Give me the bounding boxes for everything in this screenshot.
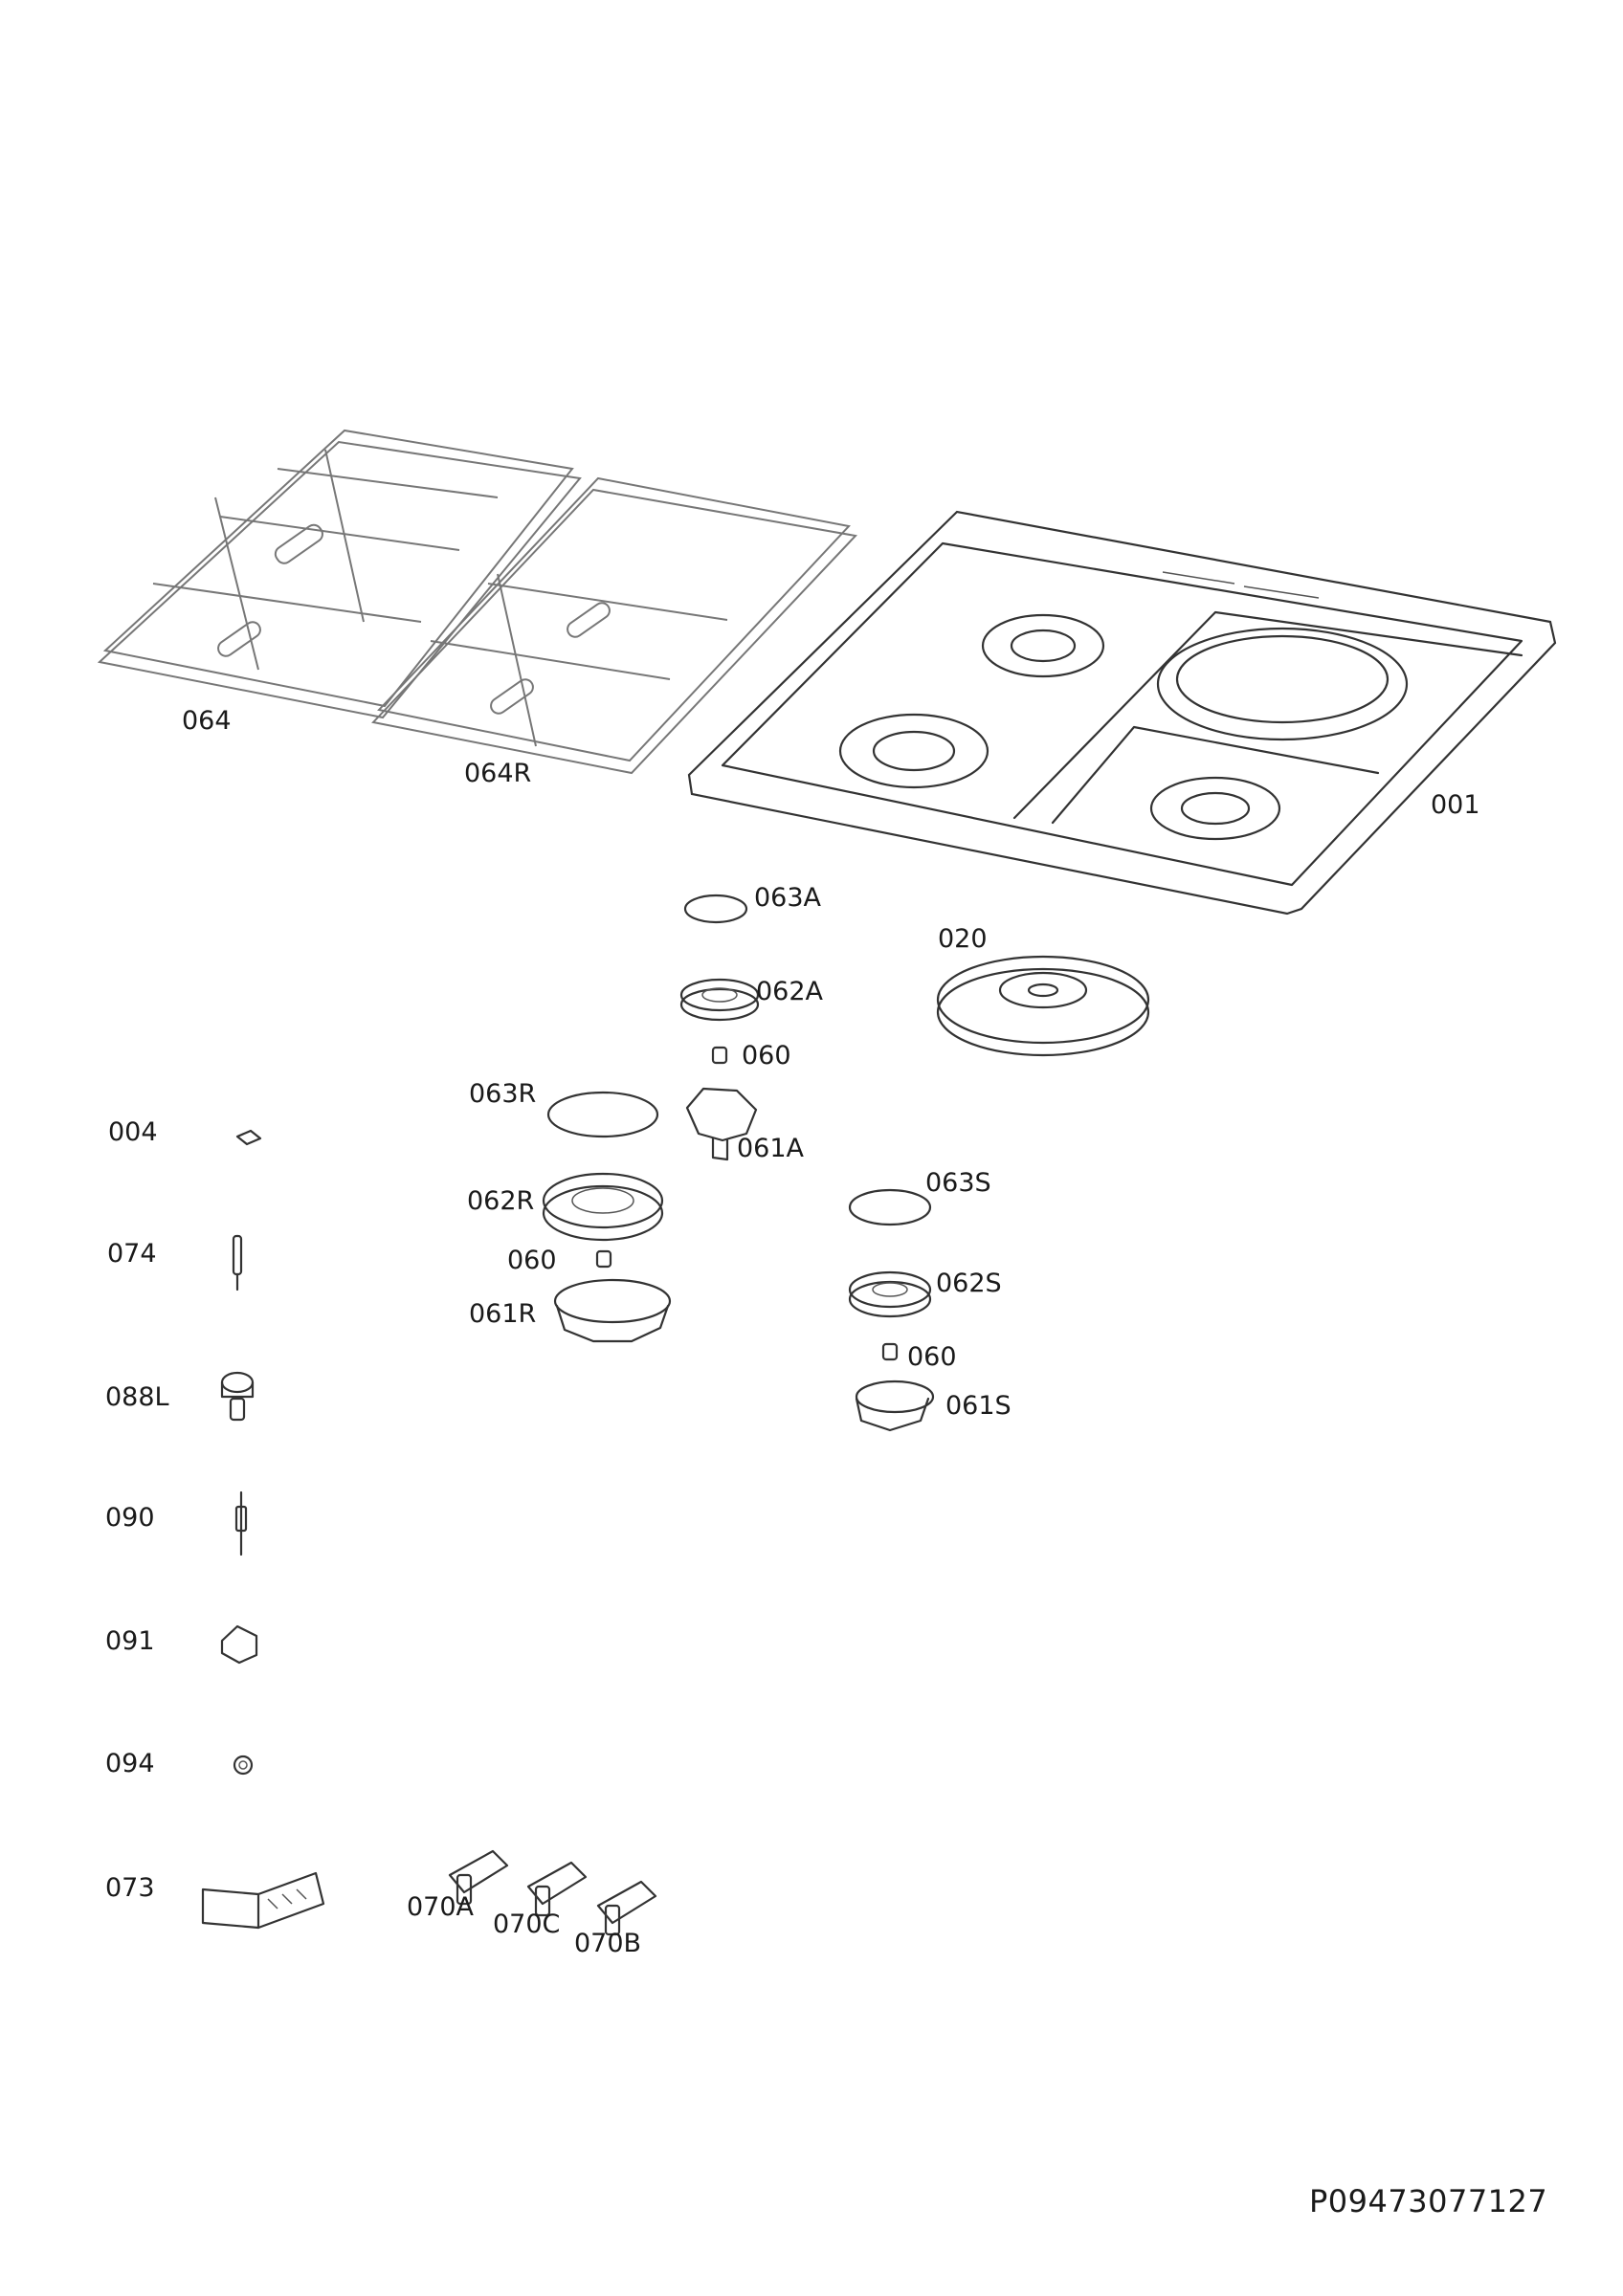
label-070A: 070A (407, 1892, 475, 1922)
label-070B: 070B (574, 1929, 642, 1958)
burner-cup-061A-drawing (685, 1087, 758, 1161)
label-074: 074 (107, 1239, 157, 1269)
ignition-switch-073-drawing (201, 1871, 325, 1930)
label-088L: 088L (105, 1382, 169, 1412)
label-063R: 063R (469, 1079, 537, 1109)
burner-cap-063R-drawing (546, 1091, 659, 1138)
label-060-r: 060 (507, 1246, 557, 1275)
label-060-a: 060 (742, 1041, 791, 1071)
label-020: 020 (938, 924, 988, 954)
hob-top-001-drawing (687, 510, 1557, 916)
burner-cup-061R-drawing (553, 1278, 672, 1343)
hotplate-020-drawing (936, 955, 1150, 1057)
washer-094-drawing (233, 1755, 254, 1776)
burner-crown-062R-drawing (542, 1172, 664, 1242)
label-060-s: 060 (907, 1342, 957, 1372)
label-001: 001 (1431, 790, 1480, 820)
document-code: P09473077127 (1309, 2183, 1548, 2219)
injector-060-s-drawing (881, 1342, 899, 1361)
clip-004-drawing (235, 1129, 262, 1146)
label-094: 094 (105, 1749, 155, 1778)
label-062A: 062A (756, 977, 824, 1006)
gas-valve-070B-drawing (596, 1880, 657, 1936)
label-004: 004 (108, 1117, 158, 1147)
pan-support-064-drawing (97, 429, 582, 719)
label-063A: 063A (754, 883, 822, 913)
burner-cap-063A-drawing (683, 894, 748, 924)
pan-support-064R-drawing (371, 476, 858, 775)
burner-cup-061S-drawing (855, 1380, 935, 1432)
injector-060-r-drawing (595, 1249, 612, 1269)
label-064R: 064R (464, 759, 532, 788)
control-knob-088L-drawing (220, 1371, 255, 1422)
label-061S: 061S (945, 1391, 1012, 1421)
label-063S: 063S (925, 1168, 991, 1198)
gas-valve-070A-drawing (448, 1849, 509, 1906)
label-073: 073 (105, 1873, 155, 1903)
injector-060-a-drawing (711, 1046, 728, 1065)
label-062S: 062S (936, 1269, 1002, 1298)
burner-crown-062S-drawing (848, 1270, 932, 1318)
label-061A: 061A (737, 1134, 805, 1163)
label-090: 090 (105, 1503, 155, 1533)
label-061R: 061R (469, 1299, 537, 1329)
spark-electrode-090-drawing (234, 1490, 248, 1556)
label-091: 091 (105, 1626, 155, 1656)
burner-crown-062A-drawing (679, 978, 760, 1022)
label-062R: 062R (467, 1186, 535, 1216)
bracket-091-drawing (220, 1624, 258, 1665)
burner-cap-063S-drawing (848, 1188, 932, 1226)
label-070C: 070C (493, 1910, 561, 1939)
gas-valve-070C-drawing (526, 1861, 588, 1917)
thermocouple-074-drawing (232, 1234, 243, 1292)
label-064: 064 (182, 706, 232, 736)
